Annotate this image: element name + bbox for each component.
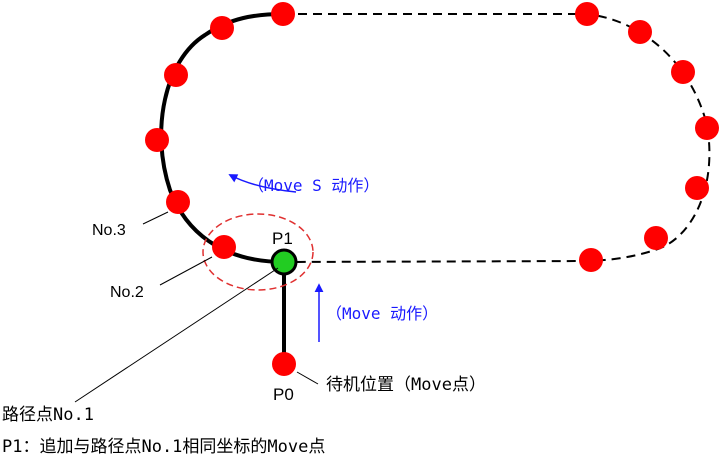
path-points	[145, 2, 719, 376]
path-point	[575, 2, 599, 26]
path-point	[271, 2, 295, 26]
label-move: （Move 动作）	[326, 304, 438, 323]
p1-highlight-ring	[202, 213, 314, 291]
path-point-no3	[166, 190, 190, 214]
dashed-path-segment	[283, 13, 711, 263]
label-p0: P0	[273, 385, 294, 404]
path-point	[628, 20, 652, 44]
solid-path-segment	[159, 12, 285, 264]
path-point	[695, 116, 719, 140]
path-point	[210, 16, 234, 40]
path-point	[145, 128, 169, 152]
path-point	[644, 226, 668, 250]
label-standby: 待机位置（Move点）	[326, 375, 486, 395]
point-p1	[270, 248, 298, 276]
path-point	[671, 60, 695, 84]
path-point-no2	[212, 235, 236, 259]
no2-leader	[159, 256, 213, 286]
path-point	[579, 248, 603, 272]
path-point	[164, 63, 188, 87]
point-p0	[272, 352, 296, 376]
move-s-arrow	[228, 174, 297, 193]
label-no3: No.3	[92, 222, 126, 239]
no3-leader	[142, 211, 169, 225]
path-point-leader	[74, 267, 279, 403]
label-p1-note: P1：追加与路径点No.1相同坐标的Move点	[2, 437, 325, 457]
standby-leader	[296, 371, 319, 385]
label-path-point: 路径点No.1	[2, 405, 94, 425]
label-move-s: （Move S 动作）	[248, 176, 379, 195]
label-no2: No.2	[110, 284, 144, 301]
label-p1: P1	[272, 229, 293, 248]
path-point	[685, 176, 709, 200]
